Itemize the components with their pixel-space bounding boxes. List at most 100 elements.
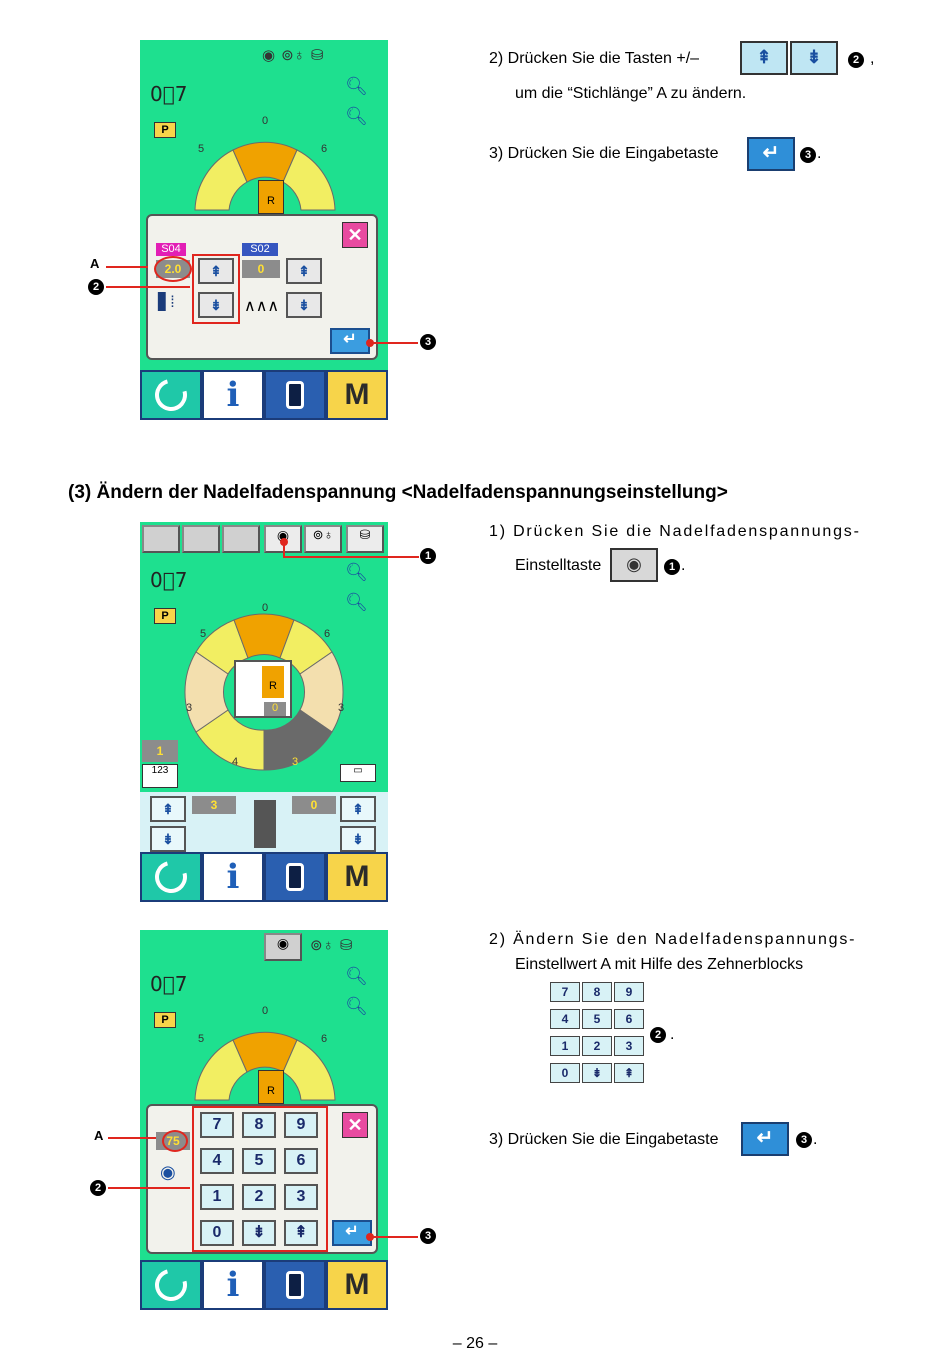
callout-2: 2 [90,1180,106,1196]
s02-value: 0 [242,260,280,278]
key-7[interactable]: 7 [200,1112,234,1138]
key-4[interactable]: 4 [200,1148,234,1174]
sewing-ring [194,1031,336,1101]
callout-line [372,342,418,344]
close-button[interactable]: ✕ [342,222,368,248]
pattern-no-icon: 0⃫7 [150,82,188,106]
mini-key-4: 4 [550,1009,580,1029]
left-minus-button[interactable]: ⇟ [150,826,186,852]
no-search-icon[interactable]: 🔍︎ [345,592,368,612]
key-8[interactable]: 8 [242,1112,276,1138]
mini-key-2: 2 [582,1036,612,1056]
blank-key-2[interactable] [182,525,220,553]
panel-main-screen: ◉ ⊚♁ ⛁ 0⃫7 P 🔍︎ 🔍︎ 0 5 6 3 3 4 3 R 0 1 1… [140,522,388,902]
no-search-icon[interactable]: 🔍︎ [345,106,368,126]
page-number: – 26 – [452,1335,498,1352]
center-panel[interactable]: R 0 [234,660,292,718]
s02-minus-button[interactable]: ⇟ [286,292,322,318]
left-counter: 1 [142,740,178,762]
search-icon[interactable]: 🔍︎ [345,76,368,96]
blank-key-3[interactable] [222,525,260,553]
enter-button[interactable]: ↵ [332,1220,372,1246]
right-value: 0 [292,796,336,814]
counter-key[interactable]: ⊚♁ [304,525,342,553]
mini-key-9: 9 [614,982,644,1002]
plus-key-button[interactable]: ⇞ [740,41,788,75]
ref-2: 2 [848,52,864,68]
communication-button[interactable] [264,1260,326,1310]
comma: , [870,50,875,67]
callout-dot [366,339,374,347]
info-button[interactable]: i [202,852,264,902]
enter-button[interactable]: ↵ [330,328,370,354]
step-2-line2: Einstellwert A mit Hilfe des Zehnerblock… [515,956,804,973]
folder-p-icon[interactable]: P [154,1012,176,1028]
thread-tension-key[interactable]: ◉ [264,933,302,961]
counter-reset-key[interactable]: 123 [142,764,178,788]
key-1[interactable]: 1 [200,1184,234,1210]
blank-key-1[interactable] [142,525,180,553]
communication-icon [286,1271,304,1299]
key-0[interactable]: 0 [200,1220,234,1246]
info-button[interactable]: i [202,1260,264,1310]
counter-icon[interactable]: ⊚♁ [310,937,334,954]
callout-dot [366,1233,374,1241]
search-icon[interactable]: 🔍︎ [345,562,368,582]
top-icons: ⊚♁ ⛁ [310,930,352,960]
enter-key-button[interactable]: ↵ [741,1122,789,1156]
mode-button[interactable]: M [326,852,388,902]
enter-key-button[interactable]: ↵ [747,137,795,171]
winder-icon[interactable]: ⛁ [339,937,353,954]
ready-button[interactable] [140,852,202,902]
right-plus-button[interactable]: ⇞ [340,796,376,822]
ring-label: 3 [338,702,345,714]
key-3[interactable]: 3 [284,1184,318,1210]
communication-button[interactable] [264,370,326,420]
stitch-plus-button[interactable]: ⇞ [198,258,234,284]
ready-button[interactable] [140,370,202,420]
s02-plus-button[interactable]: ⇞ [286,258,322,284]
keypad-highlight [192,1106,328,1252]
winder-icon[interactable]: ⛁ [310,47,324,64]
key-minus[interactable]: ⇟ [242,1220,276,1246]
key-9[interactable]: 9 [284,1112,318,1138]
minus-key-button[interactable]: ⇟ [790,41,838,75]
key-2[interactable]: 2 [242,1184,276,1210]
mode-button[interactable]: M [326,1260,388,1310]
key-5[interactable]: 5 [242,1148,276,1174]
tension-key-button[interactable]: ◉ [610,548,658,582]
sewing-ring [184,613,344,771]
zigzag-icon: ∧∧∧ [244,298,280,315]
callout-line [108,1187,190,1189]
ring-label: 3 [186,702,193,714]
ruler-key[interactable]: ▭ [340,764,376,782]
mini-key-plus: ⇞ [614,1063,644,1083]
thread-tension-icon[interactable]: ◉ [262,47,276,64]
folder-p-icon[interactable]: P [154,122,176,138]
ready-button[interactable] [140,1260,202,1310]
ref-1: 1 [664,559,680,575]
winder-key[interactable]: ⛁ [346,525,384,553]
communication-button[interactable] [264,852,326,902]
search-icon[interactable]: 🔍︎ [345,966,368,986]
left-plus-button[interactable]: ⇞ [150,796,186,822]
key-6[interactable]: 6 [284,1148,318,1174]
counter-icon[interactable]: ⊚♁ [281,47,305,64]
no-search-icon[interactable]: 🔍︎ [345,996,368,1016]
key-plus[interactable]: ⇞ [284,1220,318,1246]
callout-line [108,1137,156,1139]
ring-label: 4 [232,756,239,768]
close-button[interactable]: ✕ [342,1112,368,1138]
pattern-no-icon: 0⃫7 [150,972,188,996]
right-minus-button[interactable]: ⇟ [340,826,376,852]
callout-line [372,1236,418,1238]
mini-key-1: 1 [550,1036,580,1056]
stitch-minus-button[interactable]: ⇟ [198,292,234,318]
bottom-bar: i M [140,852,388,902]
bottom-bar: i M [140,1260,388,1310]
ring-label: 3 [292,756,299,768]
mode-button[interactable]: M [326,370,388,420]
info-button[interactable]: i [202,370,264,420]
folder-p-icon[interactable]: P [154,608,176,624]
stitch-length-icon: ▋⁞ [158,294,175,311]
